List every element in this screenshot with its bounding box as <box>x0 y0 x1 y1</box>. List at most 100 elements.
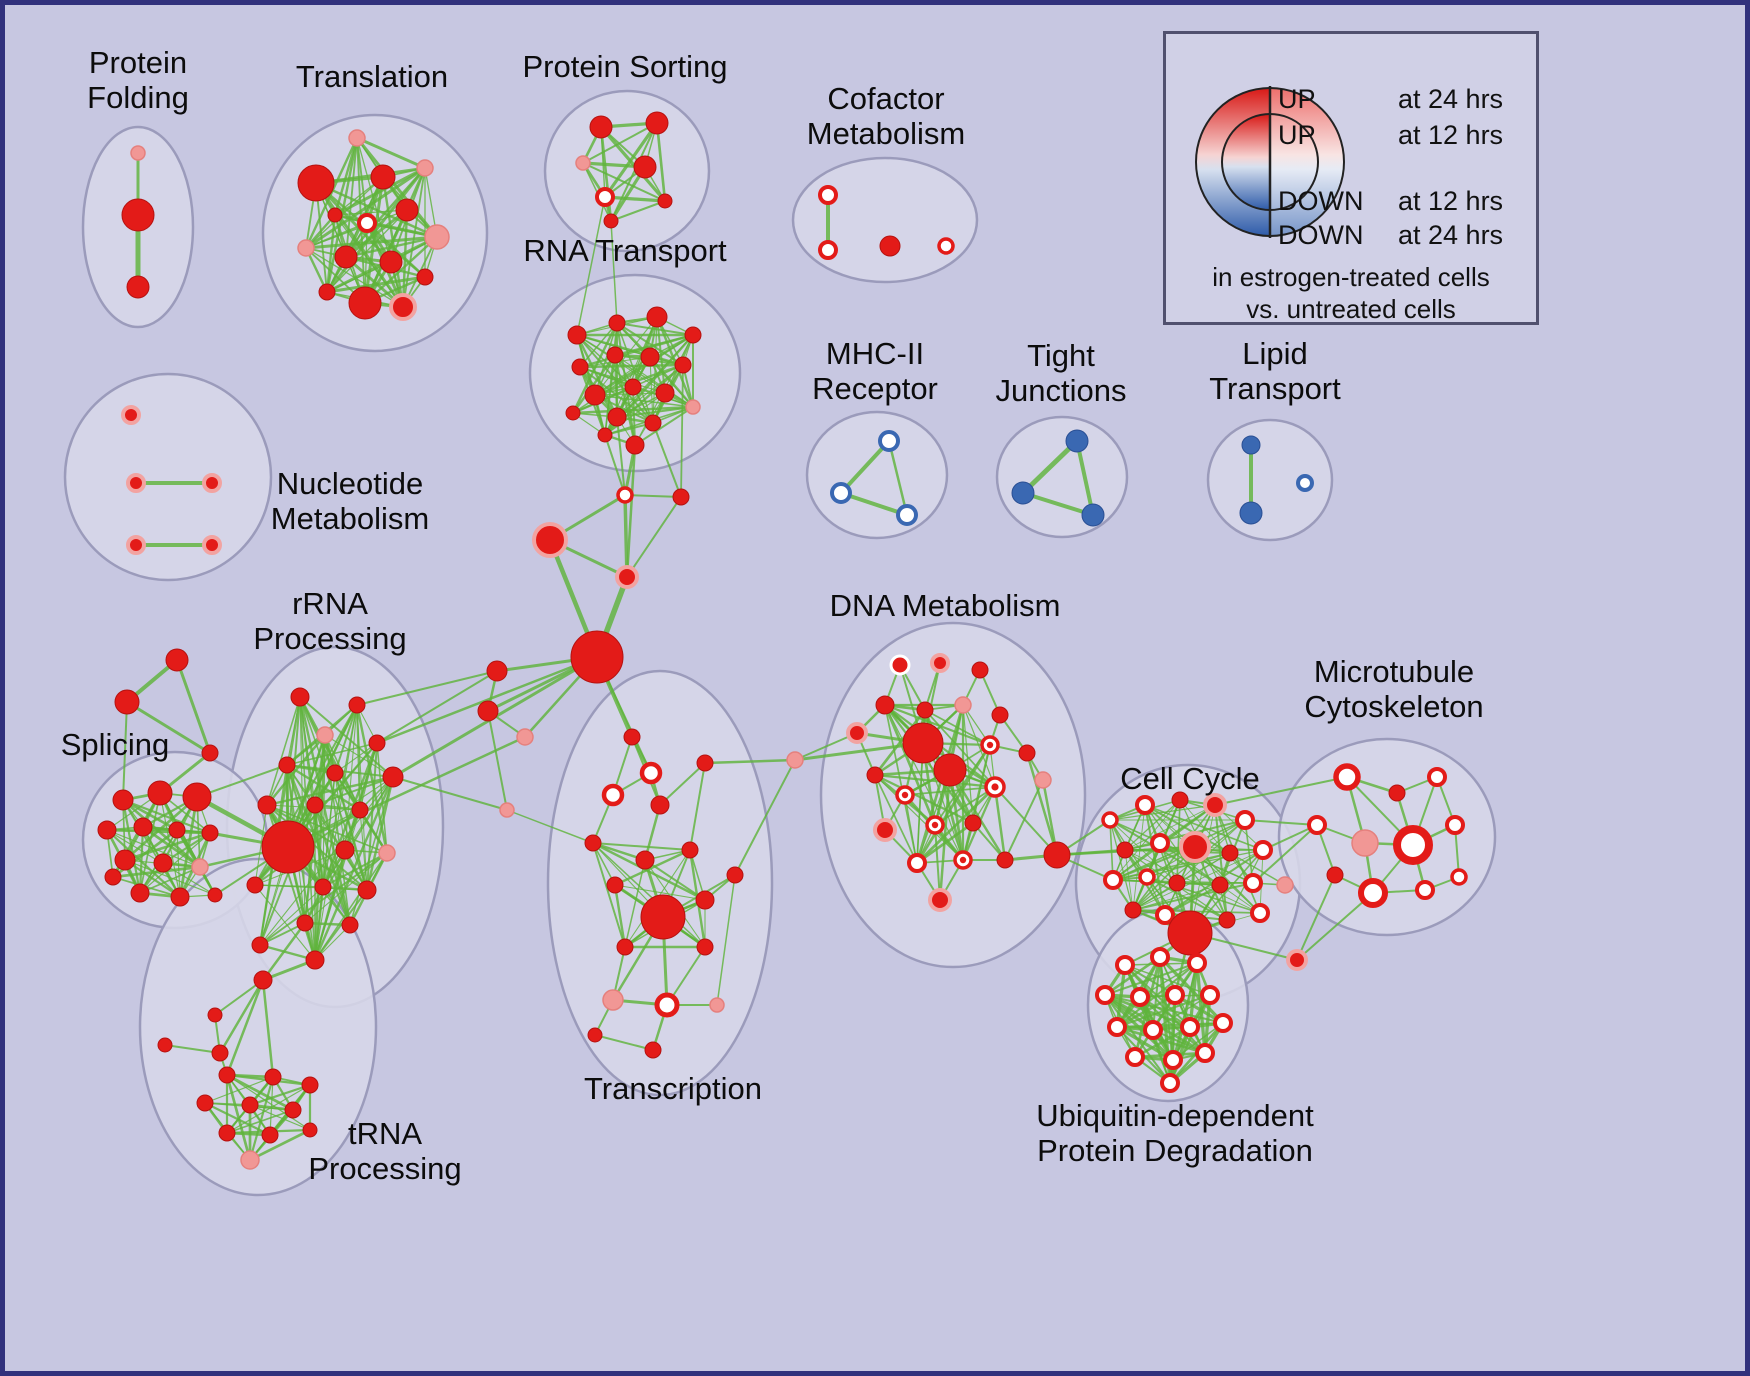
edge <box>624 494 682 498</box>
gene-node <box>639 761 663 785</box>
gene-node <box>290 687 310 707</box>
gene-node <box>121 405 141 425</box>
gene-node <box>351 801 369 819</box>
gene-node <box>640 347 660 367</box>
gene-node <box>389 293 417 321</box>
gene-node <box>133 817 153 837</box>
edge <box>138 825 145 895</box>
edge <box>326 261 392 293</box>
gene-node <box>654 992 680 1018</box>
edge <box>1296 892 1374 961</box>
edge <box>261 921 307 982</box>
edge <box>196 764 288 798</box>
gene-node <box>1211 876 1229 894</box>
gene-node <box>305 950 325 970</box>
edge <box>915 743 992 865</box>
gene-node <box>606 346 624 364</box>
gene-node <box>1241 435 1261 455</box>
gene-node-dot <box>959 856 967 864</box>
edge <box>314 776 394 806</box>
gene-node <box>646 306 668 328</box>
gene-node <box>645 111 669 135</box>
gene-node <box>1116 841 1134 859</box>
edge <box>655 315 695 409</box>
gene-node <box>382 766 404 788</box>
gene-node <box>971 661 989 679</box>
edge <box>734 759 796 876</box>
edge <box>226 1074 311 1131</box>
gene-node <box>696 754 714 772</box>
edge <box>314 804 324 888</box>
gene-node <box>104 868 122 886</box>
gene-node <box>170 887 190 907</box>
gene-node <box>726 866 744 884</box>
gene-node <box>873 818 897 842</box>
gene-node <box>709 997 725 1013</box>
edge <box>487 710 508 811</box>
gene-node <box>1143 1020 1163 1040</box>
gene-node <box>1081 503 1105 527</box>
gene-node <box>616 486 634 504</box>
edge <box>883 703 975 825</box>
edge <box>1124 804 1216 851</box>
edge <box>922 742 964 861</box>
edge <box>839 491 909 517</box>
edge <box>915 785 997 865</box>
gene-node <box>954 696 972 714</box>
edge <box>579 322 618 368</box>
edge <box>344 208 409 259</box>
edge <box>581 121 659 165</box>
gene-node <box>112 789 134 811</box>
gene-node <box>1165 985 1185 1005</box>
edge <box>1103 993 1225 1025</box>
cluster-bubble-microtubule-cytoskeleton <box>1277 737 1497 937</box>
edge <box>322 852 388 888</box>
edge <box>111 865 202 879</box>
gene-node <box>1286 949 1308 971</box>
edge <box>1296 874 1336 961</box>
edge <box>1103 955 1162 997</box>
gene-node <box>633 155 657 179</box>
gene-node <box>937 237 955 255</box>
gene-node <box>297 239 315 257</box>
edge <box>122 701 128 801</box>
gene-node <box>644 1041 662 1059</box>
gene-node <box>933 753 967 787</box>
edge <box>266 804 368 891</box>
gene-node <box>1065 429 1089 453</box>
edge <box>1213 803 1229 922</box>
edge <box>1115 993 1212 1029</box>
edge <box>314 849 346 961</box>
edge <box>259 852 388 946</box>
gene-node <box>1103 870 1123 890</box>
edge <box>904 786 996 796</box>
gene-node <box>147 780 173 806</box>
edge <box>259 776 394 946</box>
gene-node <box>207 1007 223 1023</box>
edge <box>1020 438 1080 496</box>
gene-node <box>327 207 343 223</box>
edge <box>365 775 395 892</box>
edge <box>314 852 388 961</box>
gene-node <box>567 325 587 345</box>
gene-node <box>587 1027 603 1043</box>
gene-node <box>182 782 212 812</box>
edge <box>1159 842 1254 884</box>
legend-time-label: at 24 hrs <box>1398 84 1504 114</box>
gene-node <box>306 796 324 814</box>
gene-node <box>335 840 355 860</box>
edge <box>599 125 667 203</box>
gene-node <box>207 887 223 903</box>
gene-node <box>153 853 173 873</box>
gene-node <box>991 706 1009 724</box>
gene-node <box>786 751 804 769</box>
edge <box>884 704 918 864</box>
gene-node <box>685 399 701 415</box>
edge <box>286 735 527 849</box>
edge <box>614 354 618 418</box>
edge <box>1229 852 1286 886</box>
gene-node <box>584 384 606 406</box>
